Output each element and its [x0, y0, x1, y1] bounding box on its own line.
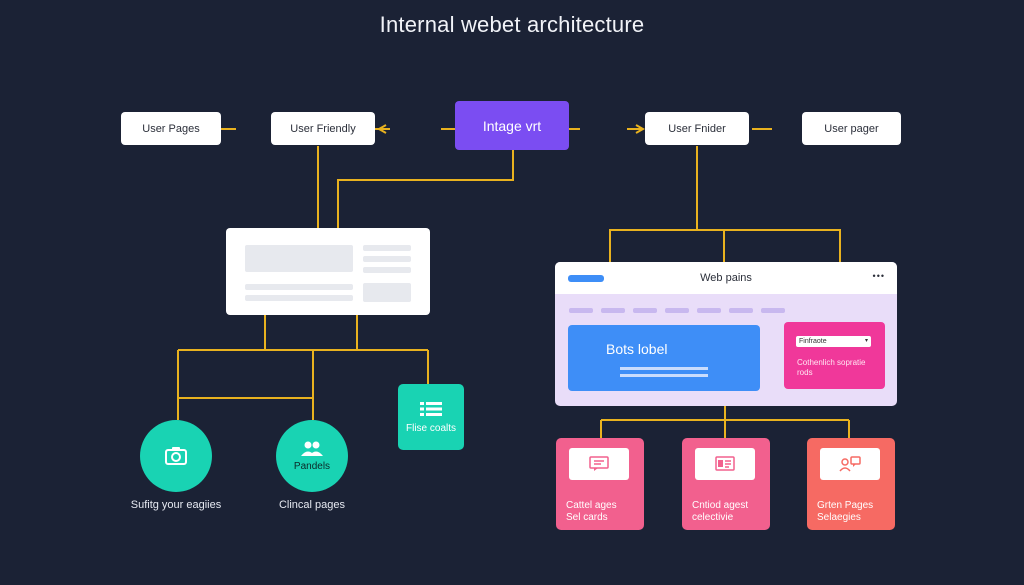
pink-settings-card[interactable]: Finfraote ▾ Cothenlich sopratie rods [784, 322, 885, 389]
user-fnider-node[interactable]: User Fnider [645, 112, 749, 145]
camera-circle-node[interactable] [140, 420, 212, 492]
bottom-card-1-line2: Sel cards [566, 512, 608, 523]
bottom-card-3-line1: Grten Pages [817, 500, 874, 511]
pink-card-line2: rods [797, 368, 813, 377]
circle1-caption: Sufitg your eagiies [130, 499, 222, 511]
pink-card-select[interactable]: Finfraote ▾ [796, 336, 871, 347]
nav-placeholder [633, 308, 657, 313]
wireframe-image-placeholder [245, 245, 353, 272]
bottom-card-2-line1: Cntiod agest [692, 500, 749, 511]
wireframe-line [245, 295, 353, 301]
circle-label: Pandels [293, 460, 331, 472]
user-pages-node[interactable]: User Pages [121, 112, 221, 145]
user-friendly-node[interactable]: User Friendly [271, 112, 375, 145]
camera-icon [165, 447, 187, 465]
wireframe-line [363, 245, 411, 251]
nav-placeholder [761, 308, 785, 313]
bottom-card-1[interactable]: Cattel ages Sel cards [556, 438, 644, 530]
chat-box-icon [569, 448, 629, 480]
users-icon [301, 441, 323, 456]
pink-card-text: Cothenlich sopratie rods [797, 358, 865, 378]
diagram-title: Internal webet architecture [379, 12, 645, 37]
pink-card-select-value: Finfraote [799, 338, 827, 345]
bottom-card-1-line1: Cattel ages [566, 500, 617, 511]
list-icon [420, 401, 442, 416]
intage-vrt-node[interactable]: Intage vrt [455, 101, 569, 150]
nav-placeholder [569, 308, 593, 313]
window-icon [695, 448, 755, 480]
nav-placeholder [665, 308, 689, 313]
nav-placeholder [601, 308, 625, 313]
more-menu-icon[interactable]: ••• [872, 271, 885, 281]
bots-label-card[interactable]: Bots lobel [568, 325, 760, 391]
blue-card-title: Bots lobel [606, 341, 668, 357]
user-chat-icon [820, 448, 880, 480]
nav-placeholder [697, 308, 721, 313]
wireframe-line [363, 256, 411, 262]
bottom-card-3[interactable]: Grten Pages Selaegies [807, 438, 895, 530]
browser-tabs-indicator [568, 275, 604, 282]
web-pains-browser[interactable]: Web pains ••• Bots lobel Finfraote ▾ Cot… [555, 262, 897, 406]
wireframe-line [245, 284, 353, 290]
bottom-card-2[interactable]: Cntiod agest celectivie [682, 438, 770, 530]
pandels-circle-node[interactable]: Pandels [276, 420, 348, 492]
user-pager-node[interactable]: User pager [802, 112, 901, 145]
wireframe-page-node[interactable] [226, 228, 430, 315]
browser-title: Web pains [700, 272, 752, 284]
teal-square-label: Flise coalts [405, 422, 456, 434]
circle2-caption: Clincal pages [278, 499, 346, 511]
pink-card-line1: Cothenlich sopratie [797, 358, 866, 367]
bottom-card-2-line2: celectivie [692, 512, 734, 523]
chevron-down-icon: ▾ [864, 338, 868, 344]
blue-card-line [620, 367, 708, 370]
blue-card-line [620, 374, 708, 377]
nav-placeholder [729, 308, 753, 313]
wireframe-line [363, 267, 411, 273]
bottom-card-3-line2: Selaegies [817, 512, 861, 523]
wireframe-button-placeholder [363, 283, 411, 302]
flise-coalts-node[interactable]: Flise coalts [398, 384, 464, 450]
browser-title-bar: Web pains ••• [555, 262, 897, 294]
